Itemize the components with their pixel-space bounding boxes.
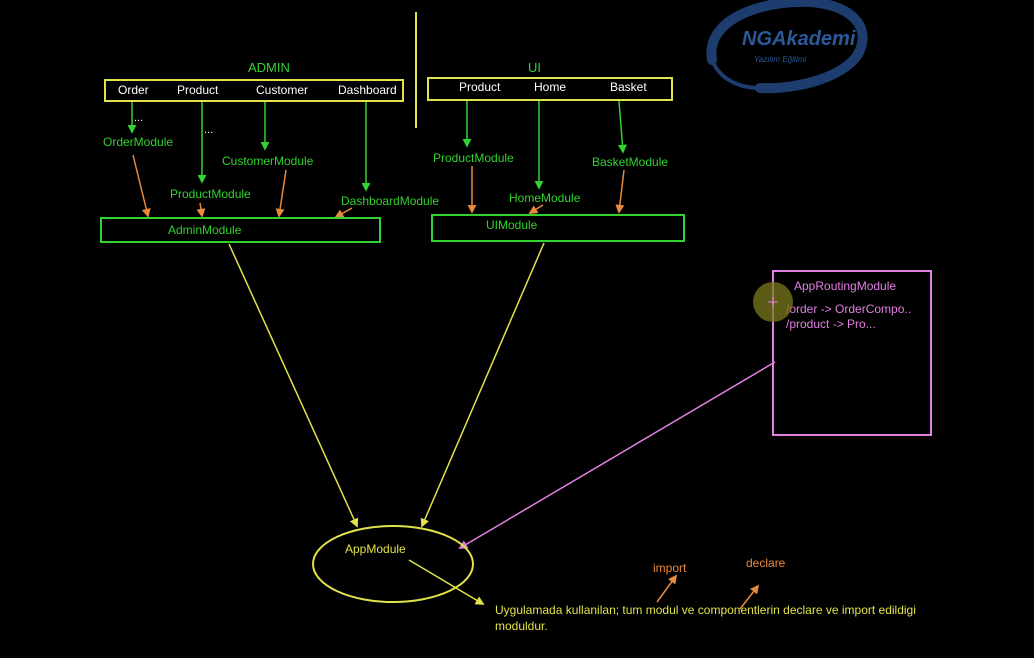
admin-module-label: AdminModule <box>168 223 242 237</box>
arrow-basket-to-basketmodule <box>617 100 627 154</box>
ellipsis-order: ... <box>134 112 143 124</box>
arrow-homemodule-to-uimodule <box>528 204 544 214</box>
ui-title: UI <box>528 60 541 75</box>
arrow-adminmodule-to-appmodule <box>228 243 359 528</box>
route-product: /product -> Pro... <box>786 317 876 331</box>
admin-tab-order: Order <box>118 83 149 97</box>
admin-module-customer: CustomerModule <box>222 154 314 168</box>
arrow-customermodule-to-adminmodule <box>275 169 287 218</box>
admin-tab-customer: Customer <box>256 83 308 97</box>
logo-subtext: Yazılım Eğitimi <box>754 55 807 64</box>
admin-tab-dashboard: Dashboard <box>338 83 397 97</box>
arrow-productmodule-to-adminmodule <box>196 202 206 218</box>
app-routing-module-box <box>772 270 932 436</box>
ui-tab-bar <box>427 77 673 101</box>
arrow-routing-to-appmodule <box>458 361 776 549</box>
admin-module-box <box>100 217 381 243</box>
ui-module-basket: BasketModule <box>592 155 668 169</box>
ui-module-product: ProductModule <box>433 151 514 165</box>
ui-tab-product: Product <box>459 80 501 94</box>
app-module-note-line-1: Uygulamada kullanilan; tum modul ve comp… <box>495 603 916 617</box>
admin-module-dashboard: DashboardModule <box>341 194 439 208</box>
arrow-basketmodule-to-uimodule <box>615 169 625 214</box>
ui-tab-home: Home <box>534 80 566 94</box>
arrow-uimodule-to-appmodule <box>420 242 545 528</box>
admin-title: ADMIN <box>248 60 290 75</box>
ellipsis-product: ... <box>204 124 213 136</box>
arrow-appmodule-to-note <box>408 559 485 605</box>
admin-tab-bar <box>104 79 404 102</box>
app-module-label: AppModule <box>345 542 406 556</box>
logo-text: NGAkademi <box>742 28 856 50</box>
ui-module-label: UIModule <box>486 218 538 232</box>
admin-tab-product: Product <box>177 83 219 97</box>
ui-tab-basket: Basket <box>610 80 647 94</box>
app-module-note-line-2: moduldur. <box>495 619 548 633</box>
legend-declare-arrow <box>739 584 760 610</box>
cursor-highlight <box>753 282 793 322</box>
app-routing-module-title: AppRoutingModule <box>794 279 896 293</box>
arrow-ordermodule-to-adminmodule <box>132 154 151 218</box>
app-module-ellipse <box>312 525 474 603</box>
ui-module-home: HomeModule <box>509 191 581 205</box>
legend-import: import <box>653 561 687 575</box>
legend-import-arrow <box>656 574 678 603</box>
ngakademi-logo: NGAkademi Yazılım Eğitimi <box>706 0 868 94</box>
admin-module-product: ProductModule <box>170 187 251 201</box>
legend-declare: declare <box>746 556 786 570</box>
arrow-dashboardmodule-to-adminmodule <box>334 207 353 218</box>
admin-module-order: OrderModule <box>103 135 173 149</box>
route-order: /order -> OrderCompo.. <box>786 302 911 316</box>
ui-module-box <box>431 214 685 242</box>
